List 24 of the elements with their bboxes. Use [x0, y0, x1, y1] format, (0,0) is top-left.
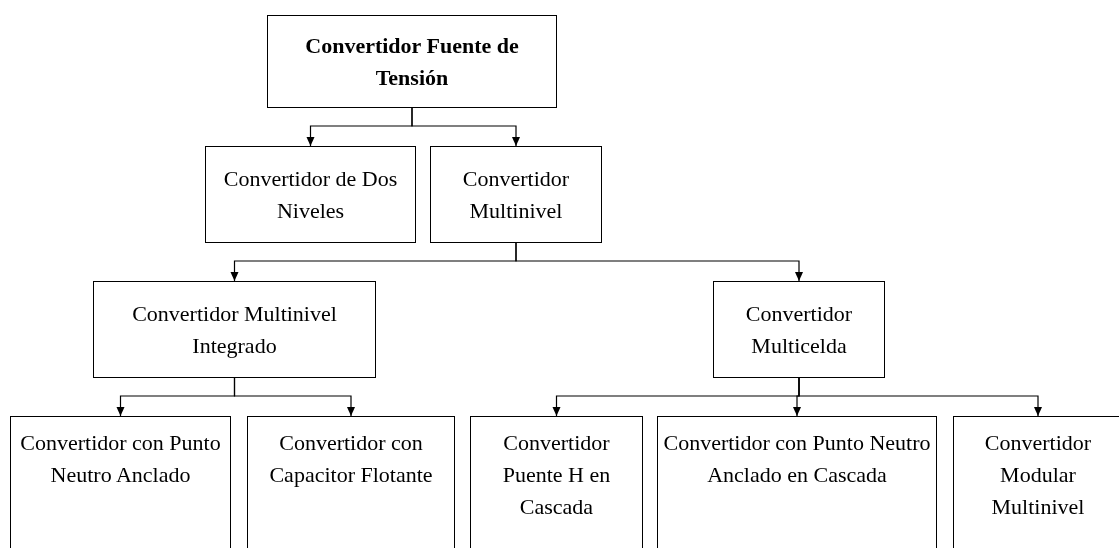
box-label: Convertidor de Dos Niveles — [222, 164, 399, 225]
box-label: Convertidor Fuente de Tensión — [304, 31, 520, 92]
box-label: Convertidor con Punto Neutro Anclado en Cascada — [662, 429, 932, 489]
process-box — [10, 416, 231, 548]
box-label: Convertidor Multinivel Integrado — [131, 299, 338, 360]
process-box — [713, 281, 885, 378]
process-box — [953, 416, 1119, 548]
box-label: Convertidor Modular Multinivel — [983, 429, 1093, 521]
arrow — [515, 242, 803, 282]
arrow — [798, 377, 1042, 417]
process-box — [93, 281, 376, 378]
arrow — [411, 107, 520, 147]
process-box — [470, 416, 643, 548]
process-box — [205, 146, 416, 243]
process-box — [247, 416, 455, 548]
arrow — [233, 377, 355, 417]
process-box — [657, 416, 937, 548]
process-box — [430, 146, 602, 243]
box-label: Convertidor Multicelda — [744, 299, 854, 360]
process-box — [267, 15, 557, 108]
box-label: Convertidor Multinivel — [461, 164, 571, 225]
box-label: Convertidor con Capacitor Flotante — [268, 429, 434, 489]
box-label: Convertidor con Punto Neutro Anclado — [19, 429, 222, 489]
box-label: Convertidor Puente H en Cascada — [501, 429, 612, 521]
